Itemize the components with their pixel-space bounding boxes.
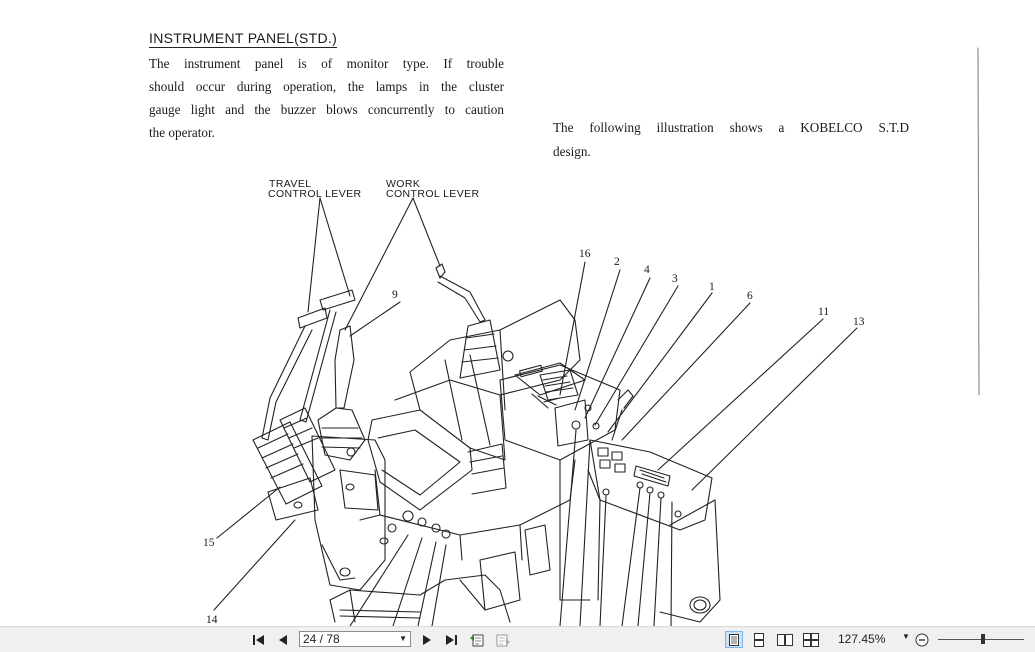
callout-1: 1 bbox=[709, 281, 715, 293]
zoom-out-icon bbox=[915, 633, 929, 646]
intro-line: the operator. bbox=[149, 125, 215, 140]
page-number-input[interactable]: 24 / 78 ▼ bbox=[299, 631, 411, 647]
continuous-page-icon bbox=[754, 632, 764, 647]
callout-15: 15 bbox=[203, 537, 215, 549]
illustration-paragraph: The following illustration shows a KOBEL… bbox=[553, 116, 909, 164]
facing-pages-icon bbox=[777, 633, 793, 646]
illustration-line: design. bbox=[553, 144, 591, 159]
page-number-value: 24 / 78 bbox=[303, 632, 340, 646]
section-heading: INSTRUMENT PANEL(STD.) bbox=[149, 30, 338, 48]
illustration-line: The following illustration shows a KOBEL… bbox=[553, 120, 909, 135]
callout-16: 16 bbox=[579, 248, 591, 260]
go-back-view-button[interactable] bbox=[468, 631, 486, 648]
continuous-facing-view-button[interactable] bbox=[802, 631, 820, 648]
operator-cab-illustration bbox=[213, 47, 980, 626]
back-view-icon bbox=[470, 634, 484, 646]
first-page-button[interactable] bbox=[250, 631, 268, 648]
document-page: INSTRUMENT PANEL(STD.) The instrument pa… bbox=[149, 30, 980, 626]
last-page-button[interactable] bbox=[442, 631, 460, 648]
intro-line: gauge light and the buzzer blows concurr… bbox=[149, 102, 504, 117]
callout-6: 6 bbox=[747, 290, 753, 302]
intro-line: should occur during operation, the lamps… bbox=[149, 79, 504, 94]
next-page-button[interactable] bbox=[418, 631, 436, 648]
continuous-facing-icon bbox=[803, 632, 819, 647]
facing-view-button[interactable] bbox=[776, 631, 794, 648]
callout-13: 13 bbox=[853, 316, 865, 328]
single-page-icon bbox=[729, 633, 739, 646]
work-label-line1: WORK bbox=[386, 178, 421, 190]
zoom-out-button[interactable] bbox=[913, 631, 931, 648]
callout-14: 14 bbox=[206, 614, 218, 626]
callout-4: 4 bbox=[644, 264, 650, 276]
last-page-icon bbox=[446, 634, 457, 645]
intro-line: The instrument panel is of monitor type.… bbox=[149, 56, 504, 71]
next-page-icon bbox=[423, 634, 431, 645]
single-page-view-button[interactable] bbox=[725, 631, 743, 648]
travel-label-line2: CONTROL LEVER bbox=[268, 188, 362, 200]
forward-view-icon bbox=[496, 634, 510, 646]
intro-paragraph: The instrument panel is of monitor type.… bbox=[149, 52, 504, 144]
travel-label-line1: TRAVEL bbox=[269, 178, 312, 190]
previous-page-button[interactable] bbox=[274, 631, 292, 648]
page-dropdown-icon[interactable]: ▼ bbox=[399, 634, 407, 643]
work-label-line2: CONTROL LEVER bbox=[386, 188, 480, 200]
viewer-toolbar: 24 / 78 ▼ 127.45% ▼ bbox=[0, 626, 1035, 652]
continuous-view-button[interactable] bbox=[750, 631, 768, 648]
callout-2: 2 bbox=[614, 256, 620, 268]
callout-11: 11 bbox=[818, 306, 830, 318]
zoom-dropdown-icon[interactable]: ▼ bbox=[902, 632, 910, 641]
callout-3: 3 bbox=[672, 273, 678, 285]
zoom-slider-thumb[interactable] bbox=[981, 634, 985, 644]
previous-page-icon bbox=[279, 634, 287, 645]
first-page-icon bbox=[253, 634, 264, 645]
go-forward-view-button[interactable] bbox=[494, 631, 512, 648]
callout-9: 9 bbox=[392, 289, 398, 301]
zoom-level[interactable]: 127.45% bbox=[838, 632, 886, 646]
